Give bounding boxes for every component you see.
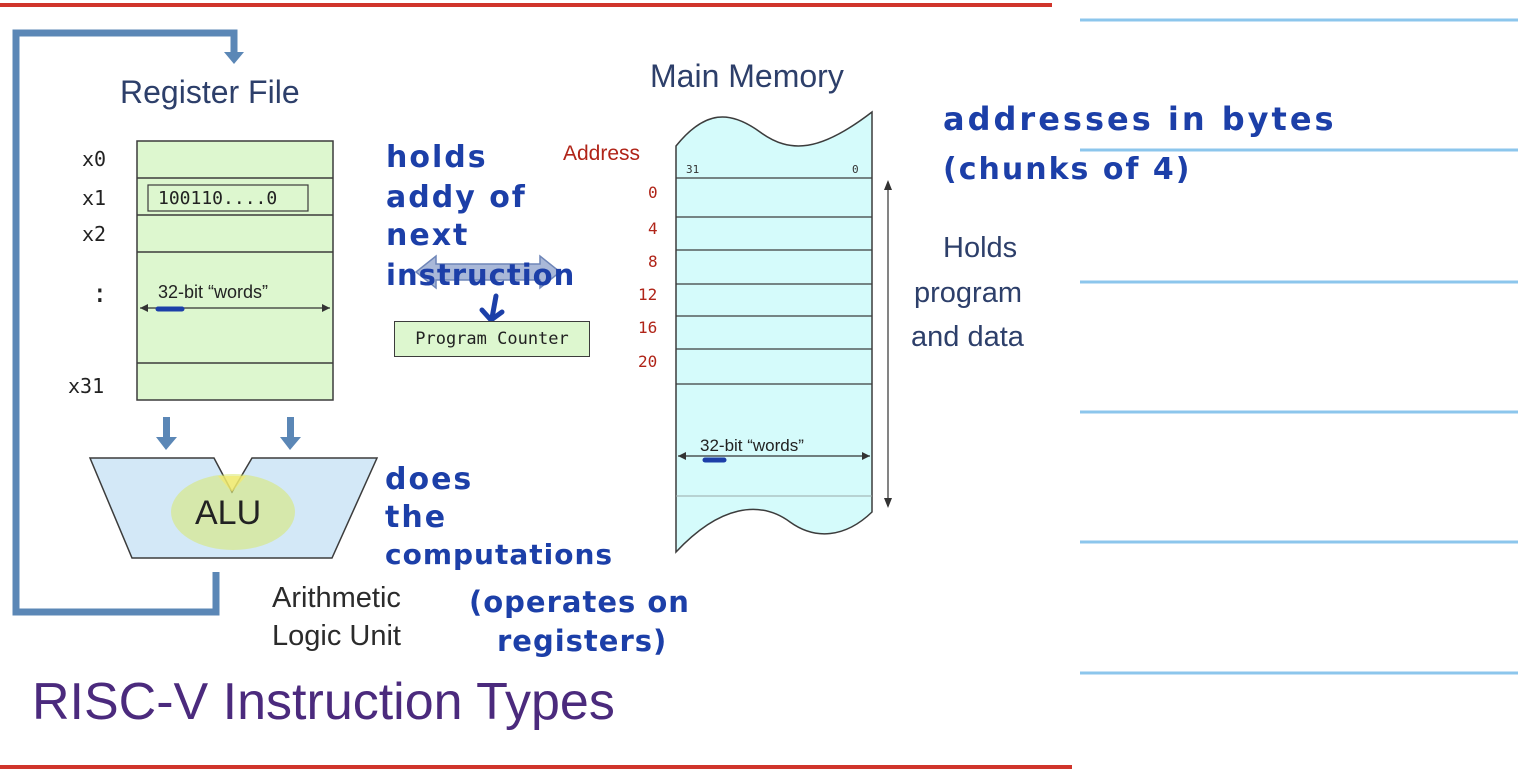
address-note-line2: (chunks of 4) [943,152,1192,187]
alu-caption-line1: Arithmetic [272,582,401,614]
register-to-alu-arrows [156,417,301,450]
memory-address-20: 20 [638,352,658,371]
memory-address-4: 4 [648,219,658,238]
memory-address-0: 0 [648,183,658,202]
address-note-line1: addresses in bytes [943,100,1337,138]
register-label-x2: x2 [82,222,107,246]
alu-note-line3: computations [385,538,614,571]
memory-width-arrow [678,452,870,460]
register-label-ellipsis: : [92,279,108,309]
alu-caption-line2: Logic Unit [272,620,401,652]
memory-height-arrow [884,180,892,508]
register-label-x1: x1 [82,186,107,210]
pc-note-line3: next [386,218,470,253]
register-file-box [136,140,334,401]
register-word-label: 32-bit “words” [158,282,269,302]
feedback-arrow-head [224,52,244,64]
address-header: Address [563,142,641,165]
alu-note2-line2: registers) [497,624,668,658]
register-label-x0: x0 [82,147,107,171]
memory-holds-line3: and data [911,321,1024,353]
feedback-loop-arrow [12,29,238,616]
memory-holds-line1: Holds [943,232,1018,264]
handwritten-marks [155,293,727,463]
memory-shape [675,110,873,554]
memory-bit-low: 0 [852,163,859,176]
pc-note-line1: holds [386,140,488,175]
register-label-x31: x31 [68,374,105,398]
alu-label: ALU [195,494,262,532]
memory-word-label: 32-bit “words” [700,436,804,455]
pc-note-line2: addy of [386,180,527,215]
memory-bit-high: 31 [686,163,700,176]
memory-address-12: 12 [638,285,658,304]
register-file-title: Register File [120,74,300,110]
memory-address-16: 16 [638,318,658,337]
alu-note-line2: the [385,500,448,535]
alu-highlight [171,474,295,550]
alu-note-line1: does [385,462,474,497]
memory-holds-line2: program [914,277,1022,309]
register-x1-value: 100110....0 [158,188,278,209]
pc-note-line4: instruction [386,258,576,292]
alu-note2-line1: (operates on [469,585,690,619]
slide-title: RISC-V Instruction Types [32,673,615,731]
main-memory-title: Main Memory [650,58,844,94]
note-lines [1080,18,1518,675]
alu-notch-highlight [218,476,246,492]
memory-address-8: 8 [648,252,658,271]
program-counter-box: Program Counter [394,321,590,357]
memory-rows [676,177,872,497]
pc-double-arrow [414,254,562,290]
